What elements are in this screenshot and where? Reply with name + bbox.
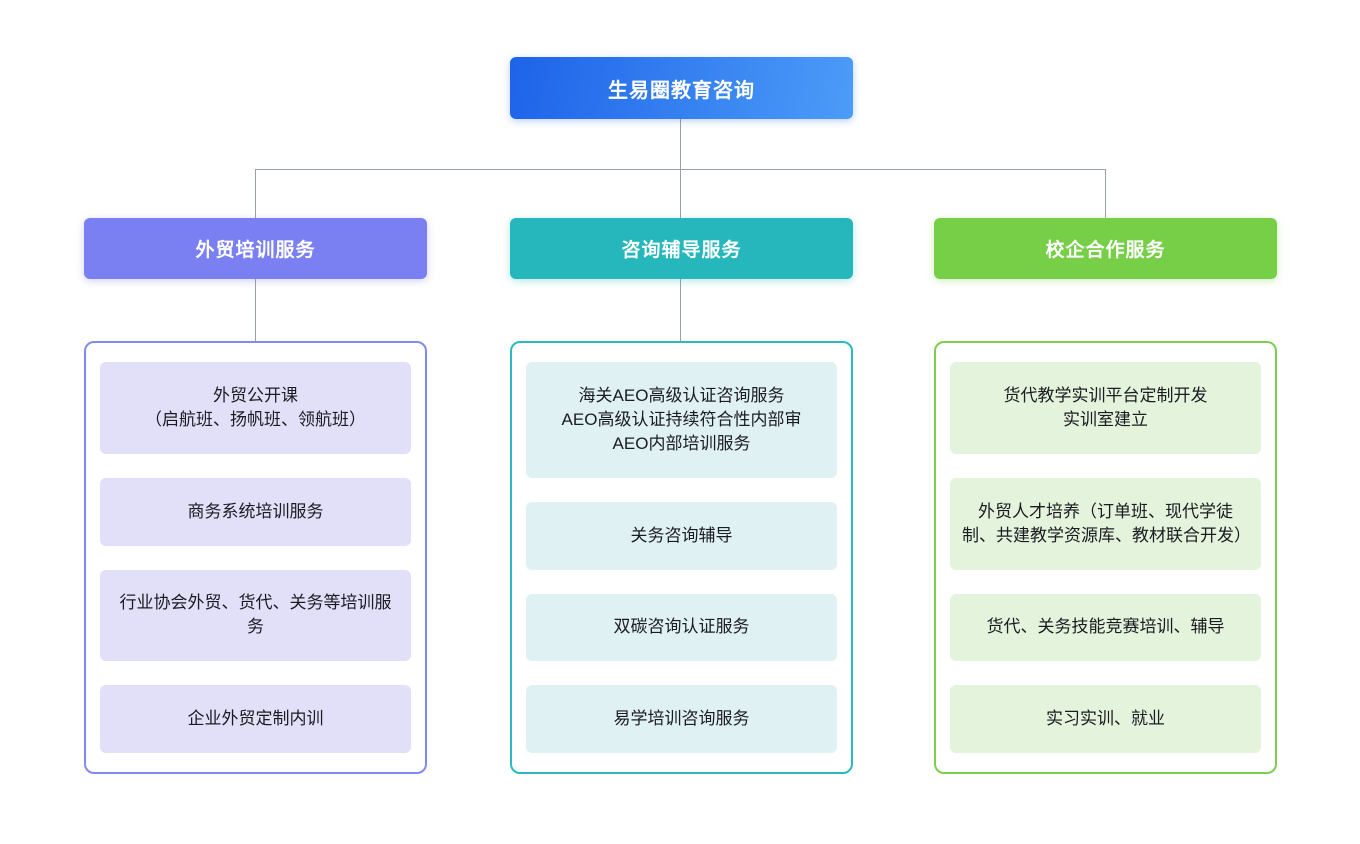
leaf-item: 易学培训咨询服务 (526, 685, 837, 753)
branch-container-foreign-trade-training: 外贸公开课 （启航班、扬帆班、领航班） 商务系统培训服务 行业协会外贸、货代、关… (84, 341, 427, 774)
branch-header-label: 校企合作服务 (1045, 240, 1166, 261)
leaf-item: 行业协会外贸、货代、关务等培训服务 (100, 569, 411, 662)
leaf-item: 关务咨询辅导 (526, 501, 837, 570)
branch-header-foreign-trade-training: 外贸培训服务 (84, 218, 427, 279)
leaf-item: 货代、关务技能竞赛培训、辅导 (950, 593, 1261, 662)
leaf-item: 外贸公开课 （启航班、扬帆班、领航班） (100, 362, 411, 454)
root-node: 生易圈教育咨询 (510, 57, 853, 119)
branch-container-consulting-coaching: 海关AEO高级认证咨询服务 AEO高级认证持续符合性内部审 AEO内部培训服务 … (510, 341, 853, 774)
branch-header-school-enterprise: 校企合作服务 (934, 218, 1277, 279)
connector-branch2-container (680, 279, 681, 341)
connector-branch1-container (255, 279, 256, 341)
connector-root-drop (680, 119, 681, 169)
connector-branch1-drop (255, 169, 256, 218)
leaf-item: 货代教学实训平台定制开发 实训室建立 (950, 362, 1261, 454)
connector-branch2-drop (680, 169, 681, 218)
root-node-label: 生易圈教育咨询 (608, 79, 755, 102)
leaf-item: 海关AEO高级认证咨询服务 AEO高级认证持续符合性内部审 AEO内部培训服务 (526, 362, 837, 478)
leaf-item: 企业外贸定制内训 (100, 685, 411, 753)
branch-header-consulting-coaching: 咨询辅导服务 (510, 218, 853, 279)
leaf-item: 外贸人才培养（订单班、现代学徒制、共建教学资源库、教材联合开发） (950, 477, 1261, 570)
branch-container-school-enterprise: 货代教学实训平台定制开发 实训室建立 外贸人才培养（订单班、现代学徒制、共建教学… (934, 341, 1277, 774)
branch-header-label: 外贸培训服务 (195, 240, 316, 261)
leaf-item: 实习实训、就业 (950, 685, 1261, 753)
branch-header-label: 咨询辅导服务 (621, 240, 742, 261)
leaf-item: 双碳咨询认证服务 (526, 593, 837, 662)
leaf-item: 商务系统培训服务 (100, 477, 411, 546)
connector-branch3-drop (1105, 169, 1106, 218)
